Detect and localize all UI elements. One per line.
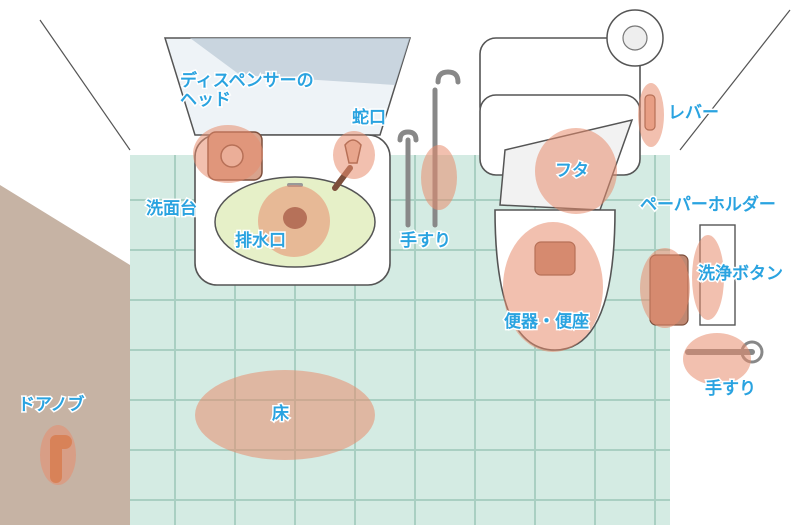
label-handrail-left: 手すり [399, 230, 453, 252]
label-washbasin: 洗面台 [145, 198, 199, 220]
label-lid: フタ [554, 160, 591, 182]
highlight-seat [503, 222, 603, 352]
highlight-dispenser [193, 125, 263, 183]
label-floor: 床 [271, 403, 291, 425]
highlight-handrail-left [421, 145, 457, 210]
highlight-door-knob [40, 425, 76, 485]
label-faucet: 蛇口 [351, 107, 388, 129]
highlight-flush [692, 235, 724, 320]
label-drain: 排水口 [234, 230, 288, 252]
label-flush-button: 洗浄ボタン [697, 263, 785, 285]
label-toilet-seat: 便器・便座 [503, 311, 591, 333]
highlight-lever [638, 83, 664, 147]
highlight-lid [535, 128, 617, 214]
label-door-knob: ドアノブ [16, 394, 86, 416]
label-paper-holder: ペーパーホルダー [639, 194, 778, 216]
label-lever: レバー [667, 102, 721, 124]
highlight-handrail-right [683, 333, 751, 385]
highlight-drain [258, 185, 330, 257]
highlight-floor [195, 370, 375, 460]
highlight-paper-holder [640, 248, 690, 328]
label-handrail-right: 手すり [704, 378, 758, 400]
highlight-faucet [333, 131, 375, 179]
label-dispenser-head: ディスペンサーの ヘッド [179, 70, 316, 111]
